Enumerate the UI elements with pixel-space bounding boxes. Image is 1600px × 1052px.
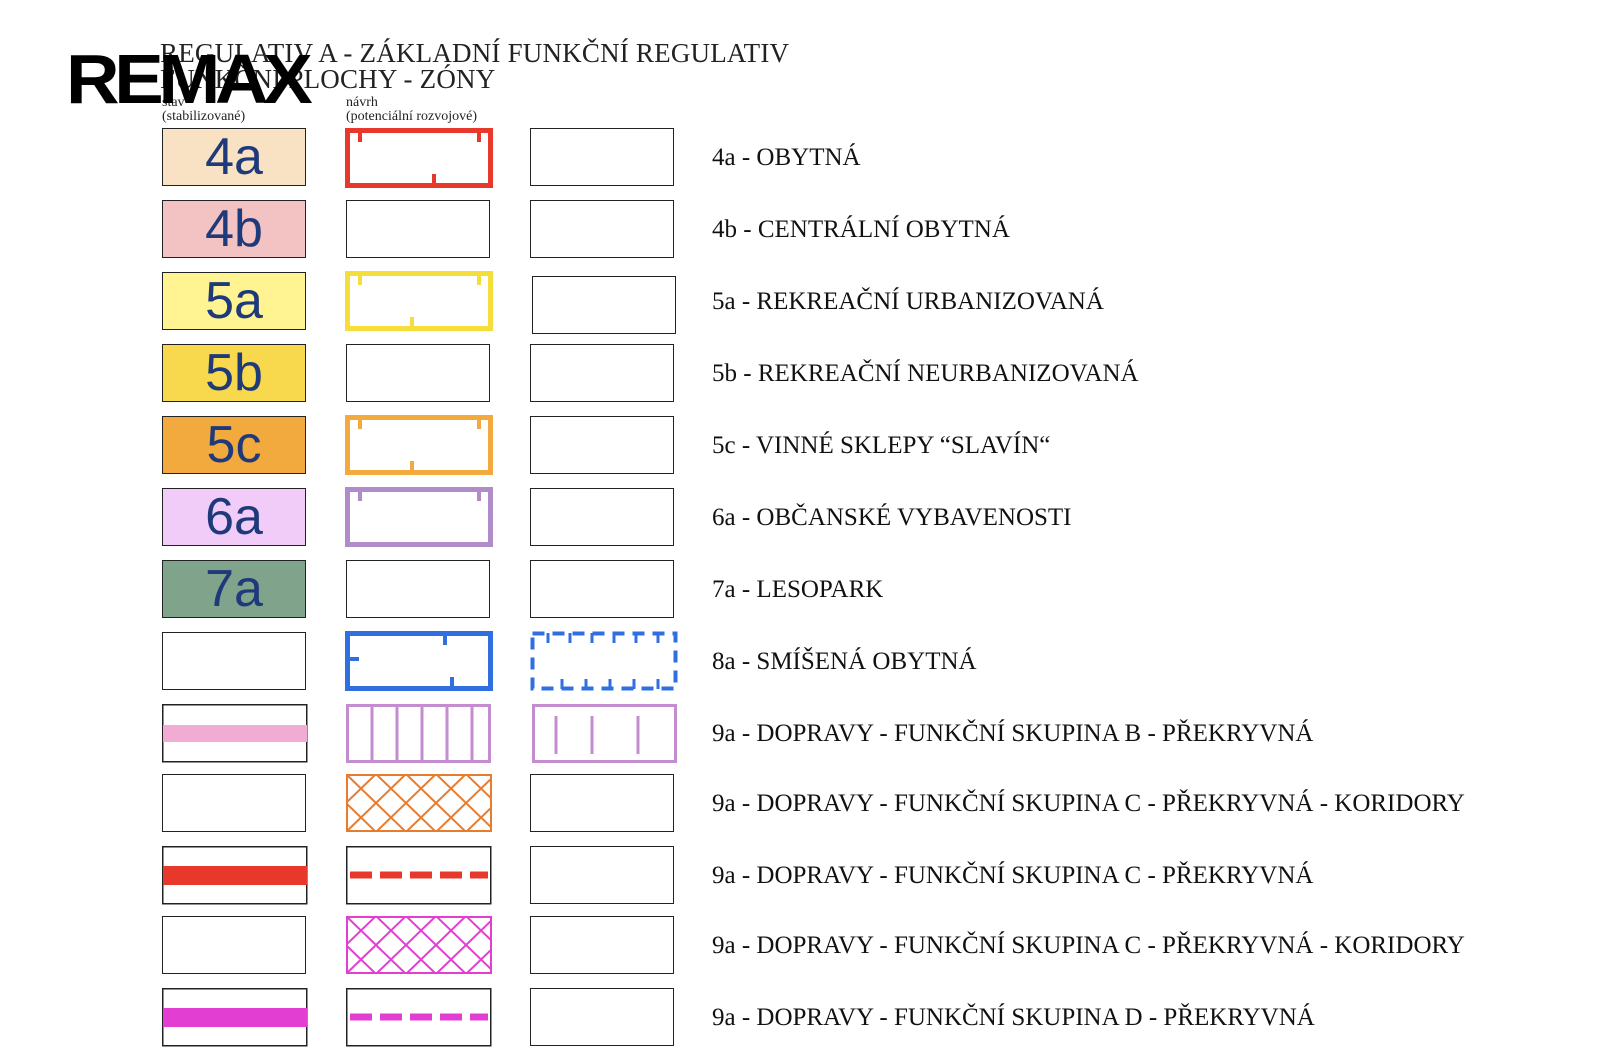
legend-label-9a-c: 9a - DOPRAVY - FUNKČNÍ SKUPINA C - PŘEKR… <box>712 862 1314 889</box>
legend-label-5a: 5a - REKREAČNÍ URBANIZOVANÁ <box>712 288 1104 315</box>
swatch-extra-5a <box>532 276 676 334</box>
swatch-extra-5c <box>530 416 674 474</box>
swatch-existing-5c: 5c <box>162 416 306 474</box>
swatch-extra-8a <box>530 631 678 691</box>
swatch-existing-4a: 4a <box>162 128 306 186</box>
swatch-extra-4b <box>530 200 674 258</box>
legend-label-5c: 5c - VINNÉ SKLEPY “SLAVÍN“ <box>712 432 1051 459</box>
title-line-1: REGULATIV A - ZÁKLADNÍ FUNKČNÍ REGULATIV <box>160 38 790 68</box>
swatch-existing-7a: 7a <box>162 560 306 618</box>
swatch-proposal-8a <box>345 631 493 691</box>
swatch-proposal-9a-c-koridory <box>346 774 492 832</box>
legend-title: REGULATIV A - ZÁKLADNÍ FUNKČNÍ REGULATIV… <box>160 38 790 94</box>
swatch-extra-9a-d <box>530 988 674 1046</box>
column-proposal-note: (potenciální rozvojové) <box>346 109 478 124</box>
swatch-proposal-4b <box>346 200 490 258</box>
swatch-existing-9a-c <box>162 846 308 905</box>
legend-label-9a-c-koridory-2: 9a - DOPRAVY - FUNKČNÍ SKUPINA C - PŘEKR… <box>712 932 1465 959</box>
swatch-extra-4a <box>530 128 674 186</box>
legend-label-5b: 5b - REKREAČNÍ NEURBANIZOVANÁ <box>712 360 1139 387</box>
legend-label-4a: 4a - OBYTNÁ <box>712 144 861 171</box>
column-existing-note: (stabilizované) <box>162 109 246 124</box>
swatch-extra-9a-b <box>532 704 677 763</box>
swatch-proposal-4a <box>345 128 493 188</box>
swatch-extra-6a <box>530 488 674 546</box>
swatch-existing-8a <box>162 632 306 690</box>
swatch-proposal-9a-d <box>346 988 492 1047</box>
swatch-extra-7a <box>530 560 674 618</box>
swatch-extra-5b <box>530 344 674 402</box>
column-existing-head: stav (stabilizované) <box>162 96 245 124</box>
swatch-extra-9a-c-koridory-2 <box>530 916 674 974</box>
swatch-proposal-6a <box>345 487 493 547</box>
swatch-existing-4b: 4b <box>162 200 306 258</box>
legend-label-9a-b: 9a - DOPRAVY - FUNKČNÍ SKUPINA B - PŘEKR… <box>712 720 1314 747</box>
swatch-proposal-9a-c <box>346 846 492 905</box>
remax-logo: REMAX <box>66 40 313 118</box>
column-proposal-short: návrh <box>346 95 378 110</box>
swatch-extra-9a-c <box>530 846 674 904</box>
swatch-proposal-5a <box>345 271 493 331</box>
legend-label-9a-c-koridory: 9a - DOPRAVY - FUNKČNÍ SKUPINA C - PŘEKR… <box>712 790 1465 817</box>
column-proposal-head: návrh (potenciální rozvojové) <box>346 96 477 124</box>
swatch-proposal-9a-c-koridory-2 <box>346 916 492 974</box>
legend-label-8a: 8a - SMÍŠENÁ OBYTNÁ <box>712 648 977 675</box>
swatch-extra-9a-c-koridory <box>530 774 674 832</box>
swatch-proposal-5c <box>345 415 493 475</box>
swatch-existing-9a-c-koridory <box>162 774 306 832</box>
swatch-existing-9a-b <box>162 704 308 763</box>
swatch-existing-9a-c-koridory-2 <box>162 916 306 974</box>
swatch-existing-5a: 5a <box>162 272 306 330</box>
legend-label-4b: 4b - CENTRÁLNÍ OBYTNÁ <box>712 216 1010 243</box>
legend-label-9a-d: 9a - DOPRAVY - FUNKČNÍ SKUPINA D - PŘEKR… <box>712 1004 1315 1031</box>
swatch-existing-6a: 6a <box>162 488 306 546</box>
title-line-2: FUNKČNÍ PLOCHY - ZÓNY <box>160 64 496 94</box>
legend-label-6a: 6a - OBČANSKÉ VYBAVENOSTI <box>712 504 1072 531</box>
legend-label-7a: 7a - LESOPARK <box>712 576 884 603</box>
swatch-proposal-9a-b <box>346 704 491 763</box>
swatch-proposal-7a <box>346 560 490 618</box>
column-existing-short: stav <box>162 95 185 110</box>
swatch-existing-5b: 5b <box>162 344 306 402</box>
swatch-existing-9a-d <box>162 988 308 1047</box>
swatch-proposal-5b <box>346 344 490 402</box>
